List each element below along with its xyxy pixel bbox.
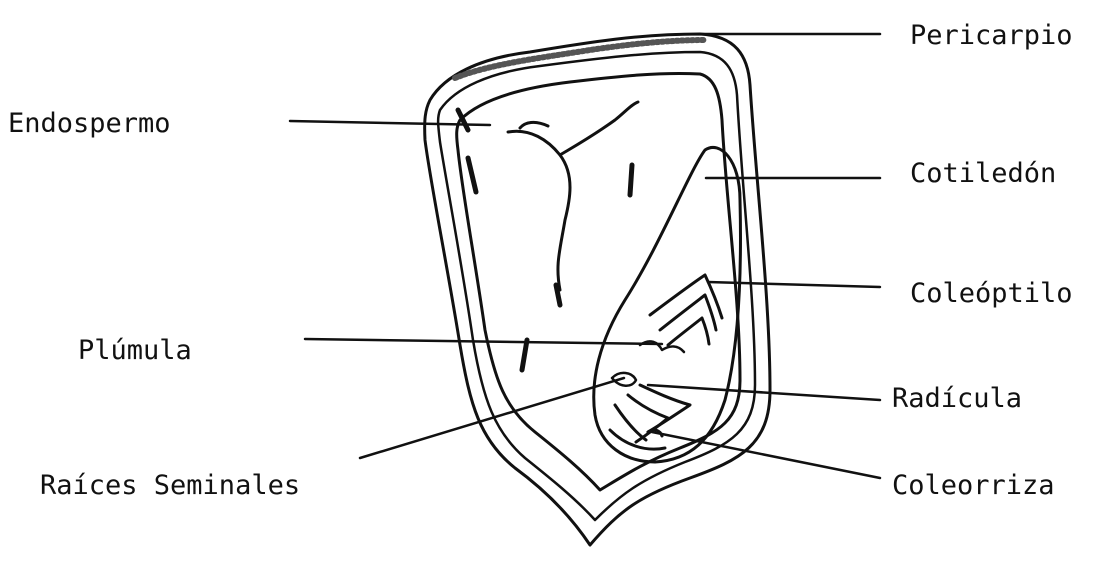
endosperm-branch [508, 102, 638, 155]
endosperm-mark-3 [630, 165, 632, 195]
label-plumula: Plúmula [78, 337, 192, 364]
pericarp-outline [425, 34, 770, 545]
label-raices-seminales: Raíces Seminales [40, 472, 300, 499]
endosperm-mark-5 [522, 340, 527, 370]
coleoptile-chevron-3 [668, 318, 709, 345]
label-cotiledon: Cotiledón [910, 160, 1056, 187]
label-pericarpio: Pericarpio [910, 22, 1073, 49]
label-endospermo: Endospermo [8, 110, 171, 137]
label-coleorriza: Coleorriza [892, 472, 1055, 499]
label-coleoptilo: Coleóptilo [910, 280, 1073, 307]
pericarp-inner-line [438, 52, 755, 520]
label-radicula: Radícula [892, 385, 1022, 412]
leader-plumula [305, 339, 662, 344]
leader-radicula [648, 385, 880, 400]
endosperm-branch-2 [558, 155, 570, 290]
radicle-chevron-3 [615, 405, 646, 440]
endosperm-branch-3 [520, 122, 548, 128]
leader-coleoptilo [708, 282, 880, 287]
endosperm-mark-2 [468, 158, 476, 192]
